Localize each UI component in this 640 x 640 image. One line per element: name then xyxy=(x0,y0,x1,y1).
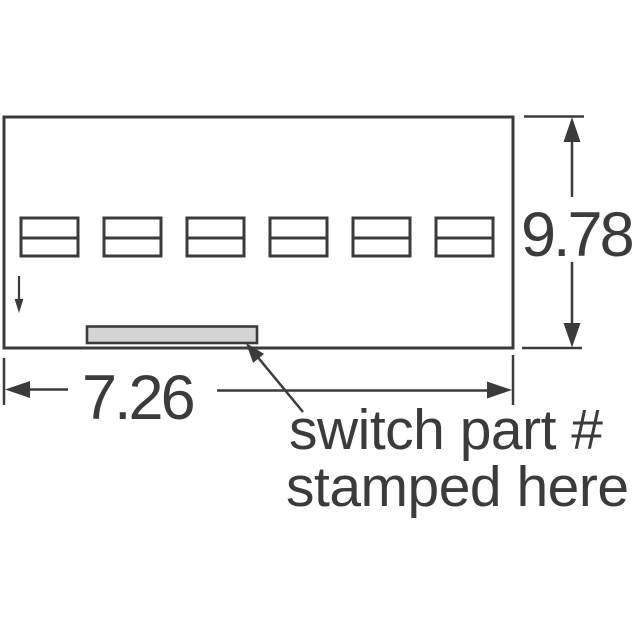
switch-actuator-3 xyxy=(185,216,246,258)
height-dimension: 9.78 xyxy=(521,115,636,350)
height-dim-arrow-up-icon xyxy=(563,117,581,142)
stamp-leader-arrowhead-icon xyxy=(246,343,265,363)
switch-body-outline xyxy=(2,115,515,350)
width-dimension-label: 7.26 xyxy=(82,363,194,433)
switch-actuator-5 xyxy=(351,216,412,258)
stamp-leader-line xyxy=(255,354,304,413)
switch-actuator-4 xyxy=(268,216,329,258)
width-dim-arrow-left-icon xyxy=(5,381,30,398)
orientation-arrow-icon xyxy=(14,276,24,313)
stamp-annotation-line2: stamped here xyxy=(286,455,629,519)
orientation-arrow-head xyxy=(14,299,24,313)
stamp-annotation-line1: switch part # xyxy=(289,398,603,462)
width-dim-arrow-right-icon xyxy=(487,381,512,399)
height-dim-arrow-down-icon xyxy=(563,323,581,348)
part-number-stamp-area xyxy=(85,325,259,345)
switch-actuator-2 xyxy=(102,216,163,258)
width-dimension: 7.26 xyxy=(2,355,515,433)
height-dimension-label: 9.78 xyxy=(521,200,633,270)
stamp-leader xyxy=(246,343,304,413)
switch-actuator-6 xyxy=(434,216,495,258)
switch-actuator-1 xyxy=(19,216,80,258)
